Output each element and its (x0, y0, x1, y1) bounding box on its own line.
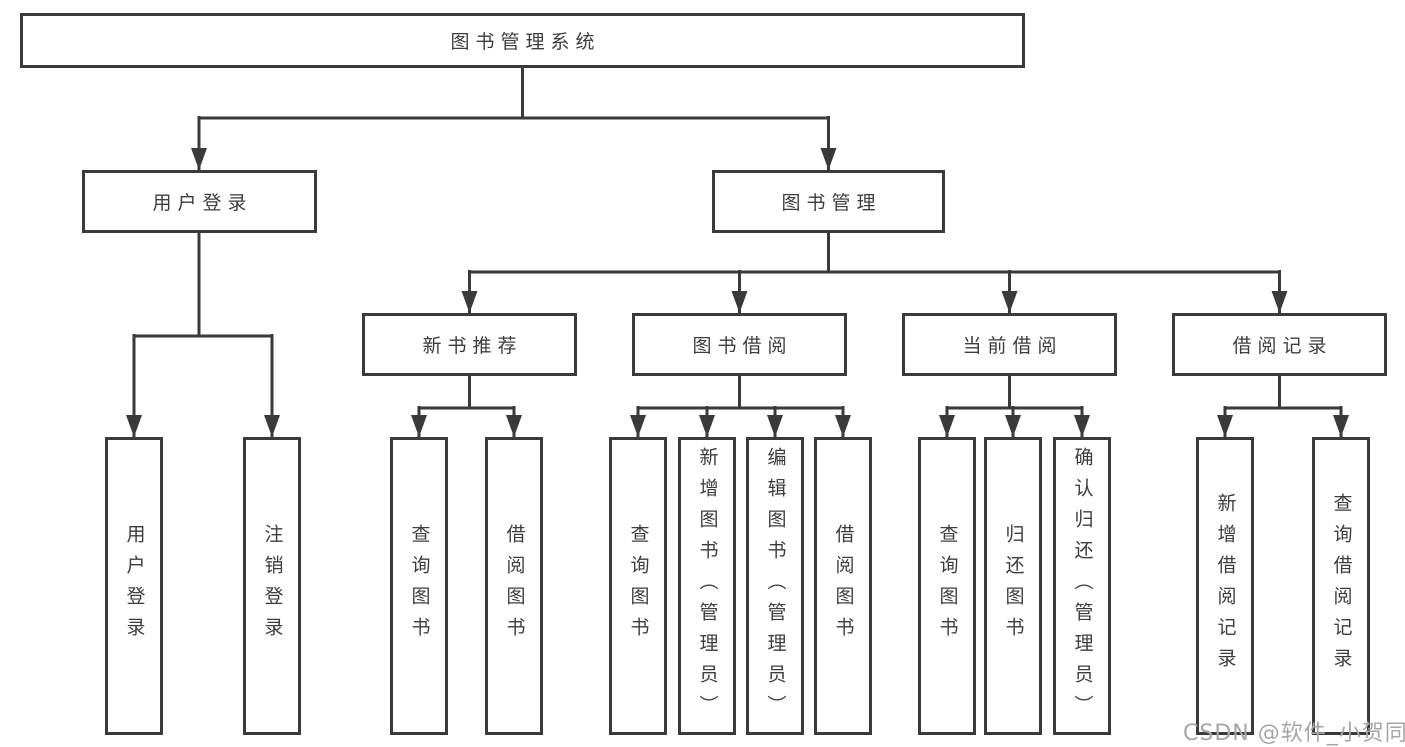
leaf-query-books-1: 查询图书 (390, 437, 448, 735)
leaf-label: 查询图书 (408, 524, 431, 648)
leaf-borrow-books-2: 借阅图书 (814, 437, 872, 735)
new-recommend-connectors (411, 376, 522, 437)
leaf-label: 借阅图书 (832, 524, 855, 648)
leaf-add-book-admin: 新增图书（管理员） (678, 437, 736, 735)
node-new-book-recommend: 新书推荐 (362, 313, 577, 376)
leaf-label: 注销登录 (261, 524, 284, 648)
node-borrow-records: 借阅记录 (1172, 313, 1387, 376)
leaf-query-borrow-record: 查询借阅记录 (1312, 437, 1370, 735)
root-connectors (191, 68, 837, 170)
node-label: 图书管理系统 (450, 31, 601, 53)
node-user-login: 用户登录 (82, 170, 317, 233)
leaf-borrow-books-1: 借阅图书 (485, 437, 543, 735)
node-book-borrow: 图书借阅 (632, 313, 847, 376)
node-library-system: 图书管理系统 (20, 13, 1025, 68)
leaf-edit-book-admin: 编辑图书（管理员） (746, 437, 804, 735)
leaf-confirm-return-admin: 确认归还（管理员） (1053, 437, 1111, 735)
node-label: 新书推荐 (422, 335, 523, 357)
csdn-watermark: CSDN @软件_小贺同学 (1183, 721, 1405, 746)
node-label: 借阅记录 (1232, 335, 1333, 357)
user-login-connectors (126, 233, 280, 437)
node-book-management: 图书管理 (712, 170, 945, 233)
leaf-label: 用户登录 (123, 524, 146, 648)
leaf-label: 查询图书 (627, 524, 650, 648)
leaf-user-login: 用户登录 (105, 437, 163, 735)
current-borrow-connectors (939, 376, 1090, 437)
node-label: 当前借阅 (962, 335, 1063, 357)
leaf-label: 借阅图书 (503, 524, 526, 648)
node-label: 用户登录 (152, 192, 253, 214)
leaf-return-books: 归还图书 (984, 437, 1042, 735)
leaf-add-borrow-record: 新增借阅记录 (1196, 437, 1254, 735)
leaf-label: 新增图书（管理员） (696, 446, 719, 726)
leaf-label: 编辑图书（管理员） (764, 446, 787, 726)
leaf-label: 确认归还（管理员） (1071, 446, 1094, 726)
node-label: 图书借阅 (692, 335, 793, 357)
leaf-label: 查询图书 (936, 524, 959, 648)
node-label: 图书管理 (781, 192, 882, 214)
leaf-query-books-2: 查询图书 (609, 437, 667, 735)
book-mgmt-connectors (461, 233, 1288, 313)
leaf-logout: 注销登录 (243, 437, 301, 735)
node-current-borrow: 当前借阅 (902, 313, 1117, 376)
book-borrow-connectors (630, 376, 851, 437)
borrow-records-connectors (1217, 376, 1349, 437)
leaf-label: 新增借阅记录 (1214, 493, 1237, 679)
leaf-label: 归还图书 (1002, 524, 1025, 648)
leaf-query-books-3: 查询图书 (918, 437, 976, 735)
leaf-label: 查询借阅记录 (1330, 493, 1353, 679)
